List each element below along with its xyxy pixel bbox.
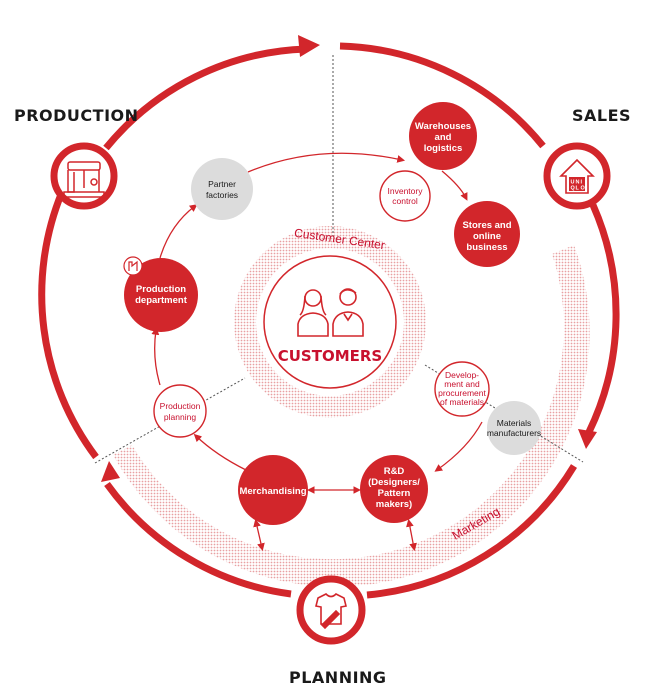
sales-icon-node: U N I Q L O [543,142,611,210]
node-label: Develop- [445,370,479,380]
tshirt-pencil-icon [315,593,347,630]
uniqlo-logo-letter: U [571,180,575,186]
node-stores: Stores and online business [454,201,520,267]
node-label: Inventory [388,186,424,196]
node-production-department: Production department [123,256,198,332]
node-merchandising: Merchandising [238,455,308,525]
outer-cycle [38,42,620,599]
node-label: and [435,132,452,143]
customers-people-icon [297,288,364,337]
store-house-icon: U N I Q L O [559,158,595,194]
node-label: Partner [208,179,236,189]
node-label: logistics [424,143,463,154]
node-production-planning: Production planning [153,384,207,438]
node-partner-factories: Partner factories [191,158,253,220]
factory-badge-icon [123,256,143,276]
node-label: makers) [376,499,412,510]
node-label: department [135,295,188,306]
node-label: Production [136,284,186,295]
node-label: planning [164,412,196,422]
section-title-planning: PLANNING [289,668,387,687]
customers-center: CUSTOMERS [263,255,397,389]
node-label: Stores and [462,220,511,231]
node-inventory-control: Inventory control [379,170,431,222]
outer-arrowheads [101,35,597,482]
uniqlo-logo-letter: I [581,180,583,186]
node-label: control [392,196,418,206]
planning-icon-node [296,575,366,645]
node-label: business [466,242,507,253]
node-label: Merchandising [239,486,306,497]
inner-cycle [151,152,483,552]
node-label: online [473,231,501,242]
sewing-machine-icon [63,161,105,198]
uniqlo-logo-letter: L [576,186,580,192]
uniqlo-logo-letter: O [581,186,586,192]
node-rd: R&D (Designers/ Pattern makers) [360,455,428,523]
uniqlo-logo-letter: Q [571,186,576,192]
node-label: manufacturers [487,428,541,438]
uniqlo-logo-letter: N [576,180,580,186]
node-label: Warehouses [415,121,471,132]
node-label: Materials [497,418,531,428]
node-label: R&D [384,466,405,477]
node-label: factories [206,190,238,200]
node-warehouses: Warehouses and logistics [409,102,477,170]
production-icon-node [50,142,118,210]
node-label: of materials [440,397,484,407]
node-label: (Designers/ [368,477,420,488]
customer-center-band [234,226,426,418]
node-label: Pattern [378,488,411,499]
center-label: CUSTOMERS [278,347,383,365]
node-label: procurement [438,388,486,398]
section-title-sales: SALES [572,106,631,125]
node-materials-manufacturers: Materials manufacturers [487,401,541,455]
node-label: Production [160,401,201,411]
section-title-production: PRODUCTION [14,106,139,125]
node-development-procurement: Develop- ment and procurement of materia… [434,361,490,417]
node-label: ment and [444,379,480,389]
